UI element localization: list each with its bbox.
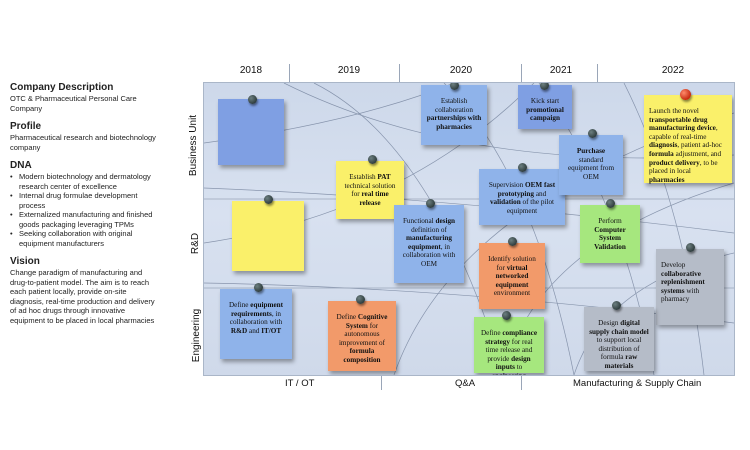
note-launch-transportable-device: Launch the novel transportable drug manu…	[644, 95, 732, 184]
dna-item: Internal drug formulae development proce…	[10, 191, 160, 210]
dna-heading: DNA	[10, 160, 32, 171]
pin-icon	[680, 89, 691, 100]
pin-icon	[426, 199, 435, 208]
pin-icon	[450, 83, 459, 90]
pin-icon	[588, 129, 597, 138]
note-perform-csv: Perform Computer System Validation	[580, 205, 640, 263]
note-develop-collaborative-replenishment: Develop collaborative replenishment syst…	[656, 249, 724, 325]
profile-heading: Profile	[10, 121, 42, 132]
company-description-heading: Company Description	[10, 82, 114, 93]
note-blank-blue	[218, 99, 284, 165]
note-functional-design: Functional design definition of manufact…	[394, 205, 464, 283]
pin-icon	[254, 283, 263, 292]
category-label-qa: Q&A	[455, 378, 476, 389]
pin-icon	[368, 155, 377, 164]
company-info-panel: Company Description OTC & Pharmaceutical…	[10, 82, 160, 333]
pin-icon	[248, 95, 257, 104]
pin-icon	[686, 243, 695, 252]
roadmap-board: Establish PAT technical solution for rea…	[203, 82, 735, 376]
year-header: 2018 2019 2020 2021 2022	[203, 62, 733, 82]
note-establish-collaboration-pharmacies: Establish collaboration partnerships wit…	[421, 85, 487, 145]
note-blank-yellow	[232, 201, 304, 271]
category-label-it-ot: IT / OT	[285, 378, 315, 389]
year-label-2020: 2020	[449, 65, 473, 76]
note-kick-start-promotional-campaign: Kick start promotional campaign	[518, 85, 572, 129]
category-label-manufacturing: Manufacturing & Supply Chain	[573, 378, 702, 389]
year-label-2018: 2018	[239, 65, 263, 76]
dna-item: Modern biotechnology and dermatology res…	[10, 172, 160, 191]
dna-list: Modern biotechnology and dermatology res…	[10, 172, 160, 248]
note-define-cognitive-system: Define Cognitive System for autonomous i…	[328, 301, 396, 371]
year-label-2022: 2022	[661, 65, 685, 76]
row-label-rnd: R&D	[190, 232, 202, 255]
row-label-engineering: Engineering	[191, 308, 203, 363]
pin-icon	[502, 311, 511, 320]
vision-text: Change paradigm of manufacturing and dru…	[10, 268, 155, 325]
year-divider	[289, 64, 290, 82]
year-divider	[521, 64, 522, 82]
year-divider	[399, 64, 400, 82]
vision-heading: Vision	[10, 256, 40, 267]
note-purchase-standard-equipment: Purchase standard equipment from OEM	[559, 135, 623, 195]
bottom-category-bar: IT / OT Q&A Manufacturing & Supply Chain	[203, 376, 733, 392]
note-define-compliance-strategy: Define compliance strategy for real time…	[474, 317, 544, 375]
pin-icon	[606, 199, 615, 208]
pin-icon	[518, 163, 527, 172]
category-divider	[521, 376, 522, 390]
year-label-2021: 2021	[549, 65, 573, 76]
note-design-digital-supply-chain: Design digital supply chain model to sup…	[584, 307, 654, 371]
company-description-text: OTC & Pharmaceutical Personal Care Compa…	[10, 94, 137, 113]
category-divider	[381, 376, 382, 390]
note-establish-pat: Establish PAT technical solution for rea…	[336, 161, 404, 219]
pin-icon	[612, 301, 621, 310]
dna-item: Seeking collaboration with original equi…	[10, 229, 160, 248]
year-label-2019: 2019	[337, 65, 361, 76]
pin-icon	[540, 83, 549, 90]
pin-icon	[508, 237, 517, 246]
row-label-business-unit: Business Unit	[188, 114, 200, 177]
note-identify-virtual-networked: Identify solution for virtual networked …	[479, 243, 545, 309]
pin-icon	[264, 195, 273, 204]
note-define-equipment-requirements: Define equipment requirements, in collab…	[220, 289, 292, 359]
dna-item: Externalized manufacturing and finished …	[10, 210, 160, 229]
profile-text: Pharmaceutical research and biotechnolog…	[10, 133, 156, 152]
year-divider	[597, 64, 598, 82]
pin-icon	[356, 295, 365, 304]
note-supervision-oem: Supervision OEM fast prototyping and val…	[479, 169, 565, 225]
